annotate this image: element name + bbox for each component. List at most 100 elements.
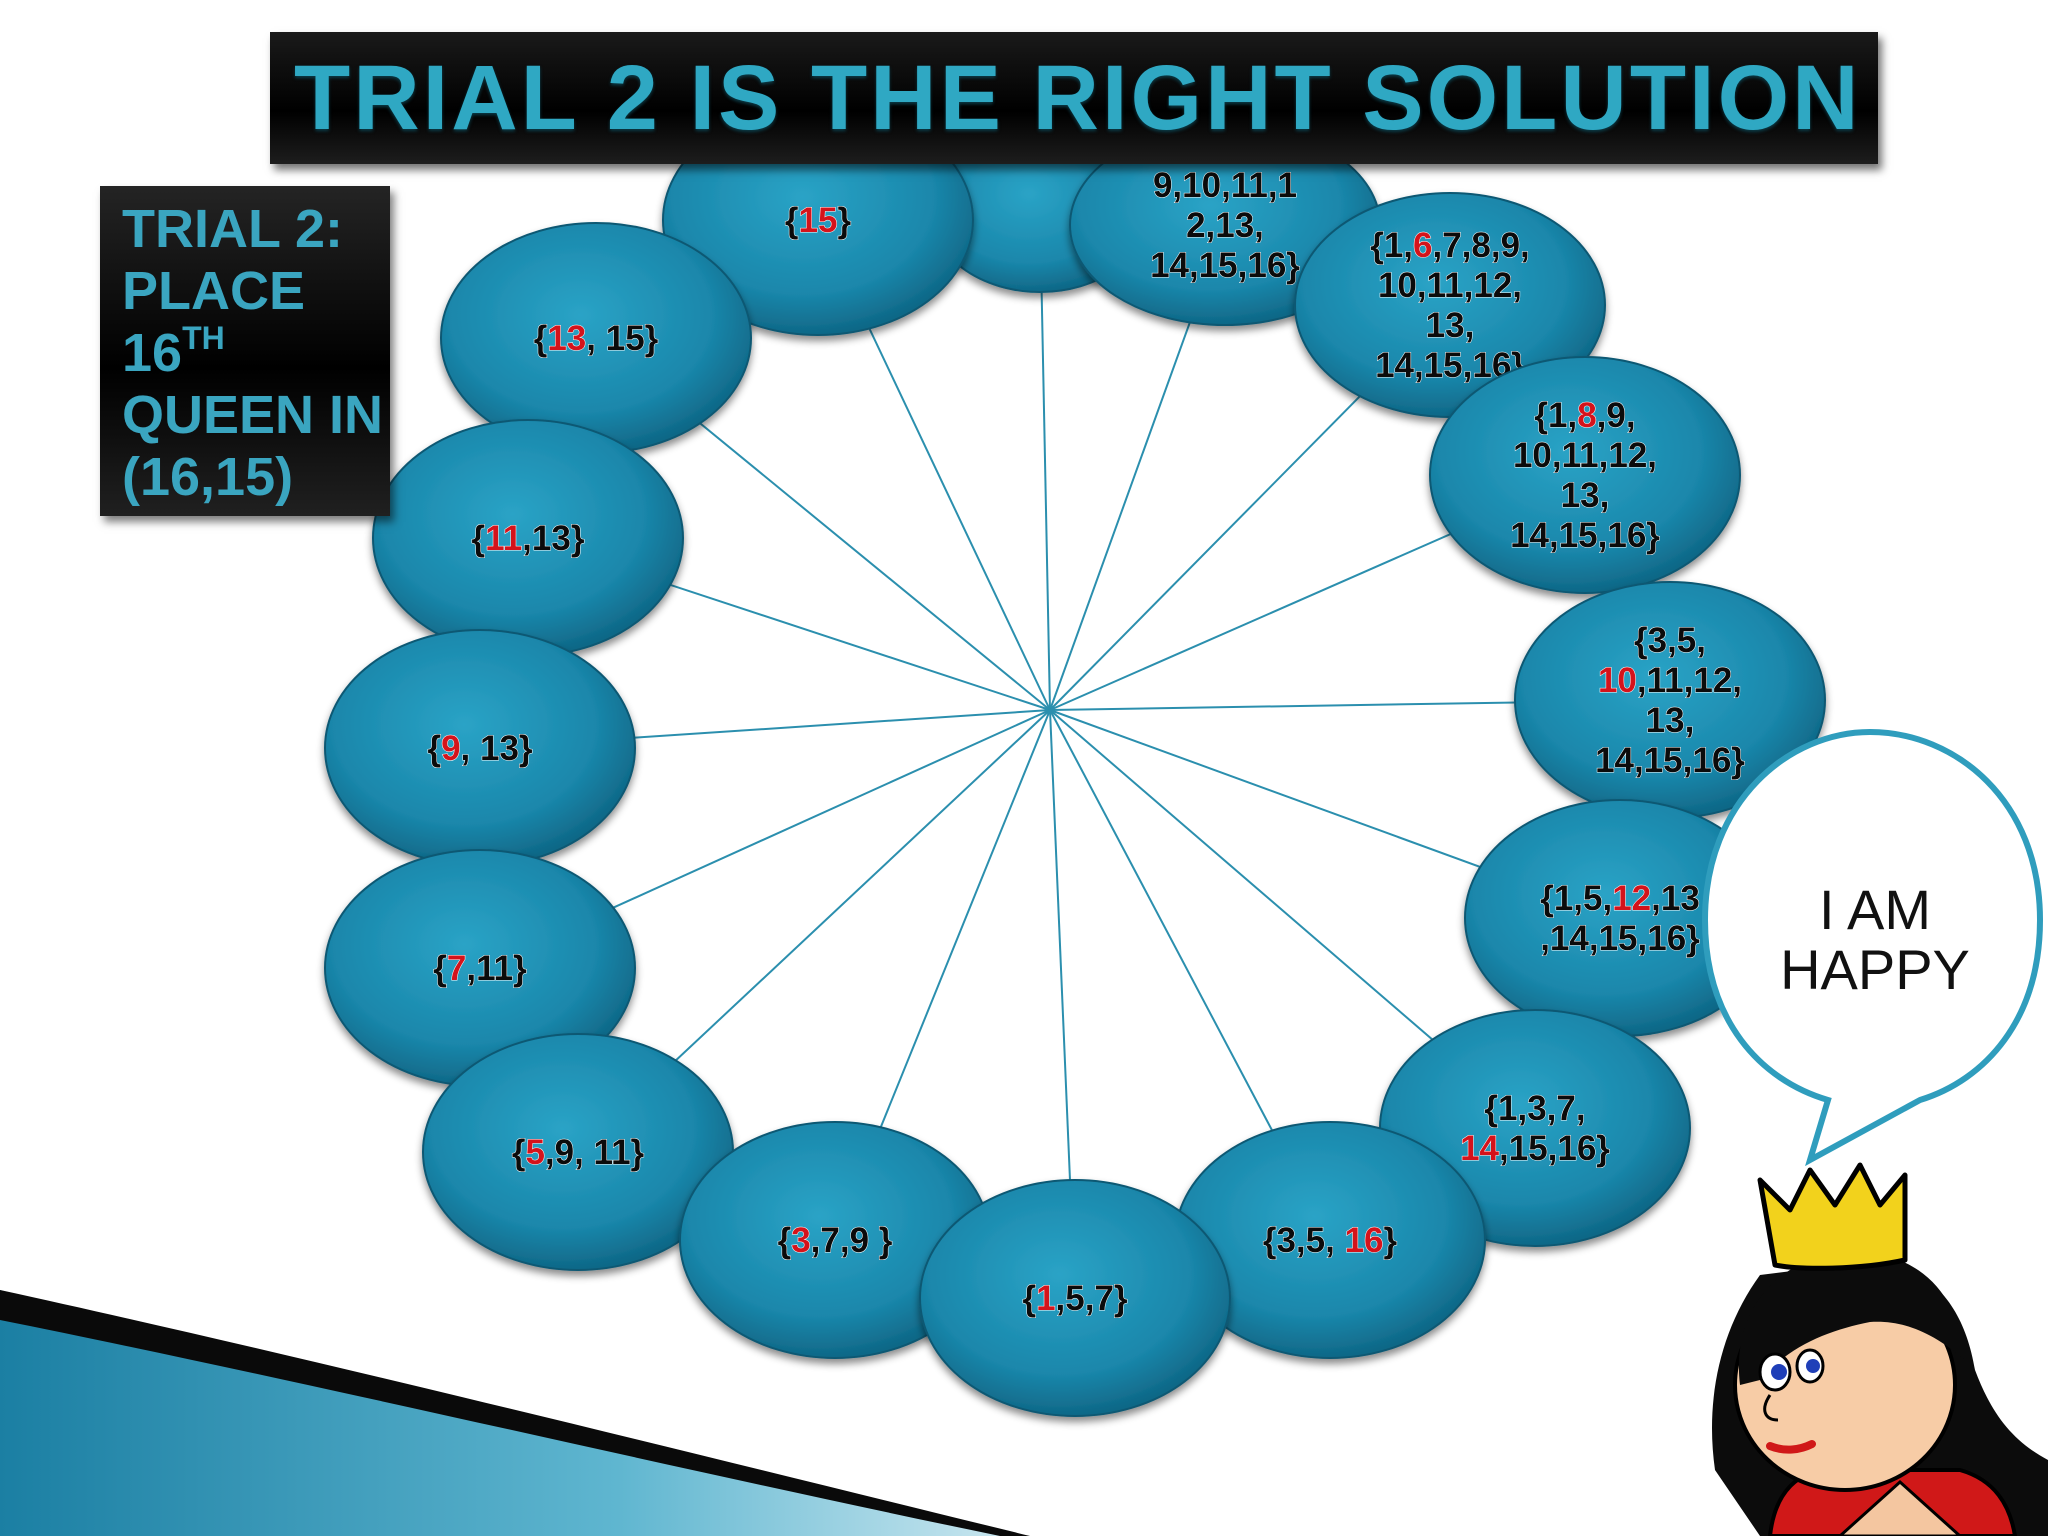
node-label-line: 2,13, <box>1186 206 1264 245</box>
node-label-text: ,13 <box>1651 879 1700 918</box>
node-label-line: 10,11,12, <box>1513 436 1657 475</box>
node-label-line: 10,11,12, <box>1378 266 1522 305</box>
node-label-text: ,9, 11} <box>545 1133 645 1172</box>
node-label-text: { <box>427 729 441 768</box>
trial-line-3: 16TH <box>122 320 225 384</box>
node-n7: {7,11} <box>324 849 636 1087</box>
node-label-text: {1,3,7, <box>1484 1089 1585 1128</box>
node-label-text: { <box>778 1221 792 1260</box>
trial-info-box: TRIAL 2: PLACE 16TH QUEEN IN (16,15) <box>100 186 390 516</box>
node-label-text: ,7,8,9, <box>1432 226 1529 265</box>
speech-bubble-text: I AM HAPPY <box>1740 880 2010 1000</box>
node-label-text: 10,11,12, <box>1513 436 1657 475</box>
node-label-text: 14,15,16} <box>1150 246 1300 285</box>
node-label-text: ,7,9 } <box>811 1221 893 1260</box>
speech-line-1: I AM <box>1818 878 1932 941</box>
node-label-text: 13, <box>1561 476 1610 515</box>
node-label-line: {3,5, <box>1634 621 1706 660</box>
queen-position-number: 13 <box>547 319 586 358</box>
node-label-line: 13, <box>1561 476 1610 515</box>
node-label-text: 14,15,16} <box>1510 516 1660 555</box>
trial-line-5: (16,15) <box>122 447 294 507</box>
node-label-text: {1, <box>1534 396 1577 435</box>
queen-position-number: 14 <box>1460 1129 1499 1168</box>
trial-line-1: TRIAL 2: <box>122 199 344 259</box>
node-label-text: ,14,15,16} <box>1540 919 1700 958</box>
node-label-text: 10,11,12, <box>1378 266 1522 305</box>
node-label-text: 14,15,16} <box>1595 741 1745 780</box>
node-label-text: ,5,7} <box>1056 1279 1128 1318</box>
queen-position-number: 8 <box>1577 396 1596 435</box>
queen-position-number: 12 <box>1612 879 1651 918</box>
trial-line-2: PLACE <box>122 261 306 321</box>
node-n11: {11,13} <box>372 419 684 657</box>
node-label-text: 9,10,11,1 <box>1153 166 1297 205</box>
node-label-line: {1,8,9, <box>1534 396 1635 435</box>
spoke-n2 <box>1039 209 1051 711</box>
node-label-text: 13, <box>1426 306 1475 345</box>
queen-position-number: 5 <box>525 1133 544 1172</box>
node-label-text: { <box>1022 1279 1036 1318</box>
node-label-text: } <box>837 201 851 240</box>
node-label-text: { <box>534 319 548 358</box>
node-n10: {3,5,10,11,12,13,14,15,16} <box>1514 581 1826 819</box>
node-n6: {1,6,7,8,9,10,11,12,13,14,15,16} <box>1294 192 1606 418</box>
node-label-text: ,13} <box>522 519 585 558</box>
node-ellipse <box>1429 356 1741 594</box>
node-label-text: } <box>1384 1221 1398 1260</box>
queen-position-number: 11 <box>485 519 522 558</box>
node-ellipse <box>919 1179 1231 1417</box>
node-label-line: {1,3,7, <box>1484 1089 1585 1128</box>
node-label-line: 14,15,16} <box>1375 346 1525 385</box>
trial-line-3-suffix: TH <box>182 320 225 356</box>
node-label-text: , 15} <box>586 319 658 358</box>
node-label-line: 9,10,11,1 <box>1153 166 1297 205</box>
node-label-text: ,9, <box>1597 396 1636 435</box>
node-label-line: {11,13} <box>472 519 585 558</box>
page-title: TRIAL 2 IS THE RIGHT SOLUTION <box>294 47 1862 149</box>
trial-line-3-number: 16 <box>122 323 183 383</box>
node-label-line: ,14,15,16} <box>1540 919 1700 958</box>
node-label-line: {1,6,7,8,9, <box>1370 226 1530 265</box>
node-label-text: { <box>472 519 486 558</box>
queen-position-number: 16 <box>1345 1221 1384 1260</box>
node-label-text: {3,5, <box>1263 1221 1345 1260</box>
speech-line-2: HAPPY <box>1780 938 1970 1001</box>
node-label-line: {15} <box>785 201 852 240</box>
node-label-line: {3,7,9 } <box>778 1221 893 1260</box>
node-label-line: 14,15,16} <box>1595 741 1745 780</box>
queen-position-number: 9 <box>441 729 460 768</box>
queen-position-number: 10 <box>1598 661 1637 700</box>
node-label-text: { <box>785 201 799 240</box>
node-n13: {13, 15} <box>440 222 752 454</box>
node-n12: {1,5,12,13,14,15,16} <box>1464 799 1776 1037</box>
node-n8: {1,8,9,10,11,12,13,14,15,16} <box>1429 356 1741 594</box>
node-label-text: {1,5, <box>1540 879 1612 918</box>
nodes: 9,10,11,12,13,14,15,16}{15}{1,6,7,8,9,10… <box>324 104 1826 1417</box>
node-label-line: 14,15,16} <box>1150 246 1300 285</box>
node-label-text: , 13} <box>461 729 533 768</box>
node-n3: {3,7,9 } <box>679 1121 991 1359</box>
queen-position-number: 3 <box>791 1221 810 1260</box>
queen-position-number: 1 <box>1036 1279 1055 1318</box>
node-label-line: 13, <box>1426 306 1475 345</box>
queen-position-number: 15 <box>799 201 838 240</box>
title-bar: TRIAL 2 IS THE RIGHT SOLUTION <box>270 32 1878 164</box>
node-label-text: ,15,16} <box>1499 1129 1610 1168</box>
node-label-text: {3,5, <box>1634 621 1706 660</box>
node-n9: {9, 13} <box>324 629 636 867</box>
queen-position-number: 6 <box>1413 226 1432 265</box>
node-label-text: {1, <box>1370 226 1413 265</box>
node-label-line: 14,15,16} <box>1460 1129 1610 1168</box>
node-label-text: 13, <box>1646 701 1695 740</box>
node-label-text: { <box>512 1133 526 1172</box>
node-label-text: ,11,12, <box>1637 661 1742 700</box>
node-n16: {3,5, 16} <box>1174 1121 1486 1359</box>
corner-swoosh <box>0 1290 1030 1536</box>
node-label-text: ,11} <box>466 949 527 988</box>
node-label-text: 2,13, <box>1186 206 1264 245</box>
trial-line-4: QUEEN IN <box>122 385 384 445</box>
